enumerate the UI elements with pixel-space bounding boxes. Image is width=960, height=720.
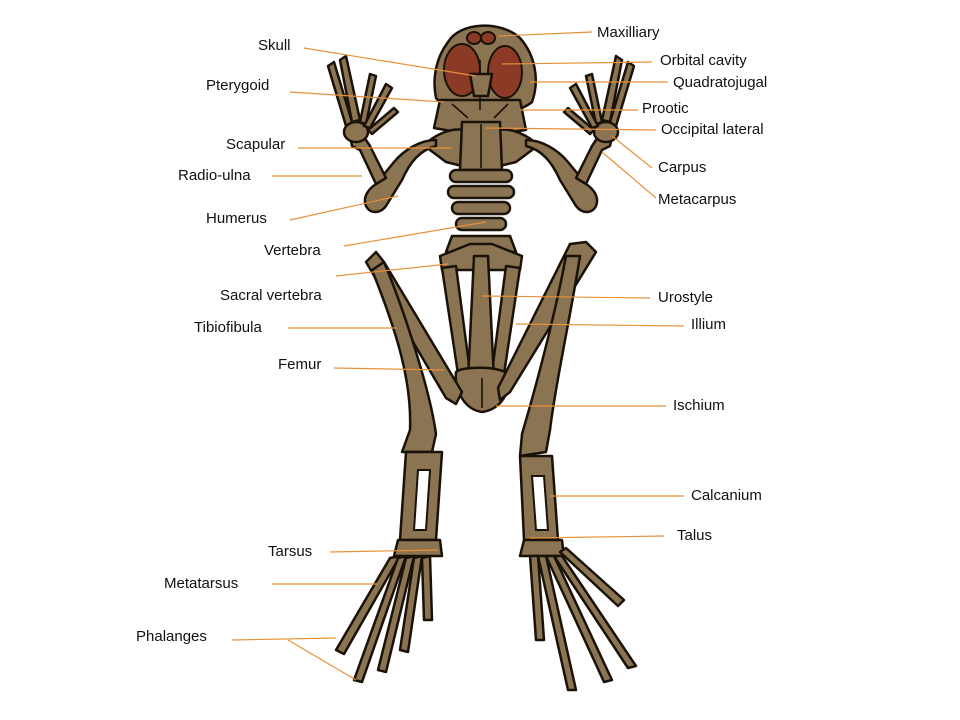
leader-line-phalanges-a xyxy=(231,637,337,641)
label-phalanges: Phalanges xyxy=(136,628,207,645)
label-vertebra: Vertebra xyxy=(264,242,321,259)
leader-line-carpus xyxy=(611,135,653,169)
leader-line-pterygoid xyxy=(289,91,445,103)
leader-line-phalanges-b xyxy=(287,639,357,681)
leader-line-orbital-cavity xyxy=(501,61,653,65)
left-arm xyxy=(326,54,438,214)
label-tarsus: Tarsus xyxy=(268,543,313,560)
skull-bones xyxy=(432,24,538,138)
pectoral-girdle xyxy=(428,120,534,172)
leader-line-tarsus xyxy=(329,549,439,553)
leader-line-urostyle xyxy=(481,295,651,299)
right-orbit xyxy=(487,45,523,99)
label-sacral-vertebra: Sacral vertebra xyxy=(220,287,322,304)
label-prootic: Prootic xyxy=(642,100,689,117)
label-skull: Skull xyxy=(258,37,291,54)
label-femur: Femur xyxy=(278,356,322,373)
leader-line-occipital-lateral xyxy=(485,127,657,131)
label-urostyle: Urostyle xyxy=(658,289,714,306)
right-leg xyxy=(496,240,638,692)
label-occipital-lateral: Occipital lateral xyxy=(661,121,764,138)
label-pterygoid: Pterygoid xyxy=(206,77,270,94)
label-carpus: Carpus xyxy=(658,159,707,176)
leader-lines xyxy=(231,31,685,681)
leader-line-ilium xyxy=(515,323,685,327)
label-radio-ulna: Radio-ulna xyxy=(178,167,251,184)
label-orbital-cavity: Orbital cavity xyxy=(660,52,747,69)
label-ischium: Ischium xyxy=(673,397,725,414)
label-quadratojugal: Quadratojugal xyxy=(673,74,768,91)
leader-line-sacral-vertebra xyxy=(335,263,449,277)
label-maxilliary: Maxilliary xyxy=(597,24,660,41)
label-talus: Talus xyxy=(677,527,713,544)
pelvic-girdle xyxy=(440,254,522,414)
leader-line-metacarpus xyxy=(601,151,657,199)
leader-line-maxilliary xyxy=(497,31,593,37)
leader-line-skull xyxy=(303,47,477,77)
label-scapular: Scapular xyxy=(226,136,286,153)
label-calcanium: Calcanium xyxy=(691,487,762,504)
label-humerus: Humerus xyxy=(206,210,267,227)
leader-line-vertebra xyxy=(343,221,487,247)
label-metacarpus: Metacarpus xyxy=(658,191,737,208)
label-tibiofibula: Tibiofibula xyxy=(194,319,262,336)
leader-line-femur xyxy=(333,367,445,371)
leader-line-talus xyxy=(529,535,665,539)
left-leg xyxy=(334,250,464,684)
leader-line-humerus xyxy=(289,195,399,221)
label-ilium: Illium xyxy=(691,316,727,333)
label-metatarsus: Metatarsus xyxy=(164,575,239,592)
right-arm xyxy=(524,54,636,214)
